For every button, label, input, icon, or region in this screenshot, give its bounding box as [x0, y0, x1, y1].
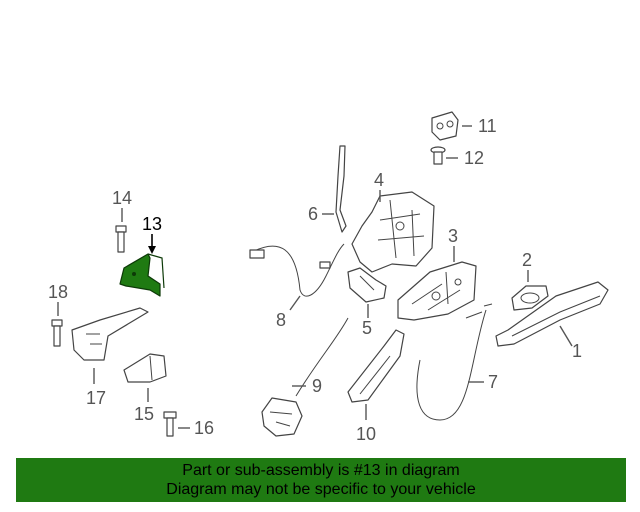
callout-16: 16 [194, 418, 214, 438]
callout-12: 12 [464, 148, 484, 168]
callout-3: 3 [448, 226, 458, 246]
callout-14: 14 [112, 188, 132, 208]
banner-line-1: Part or sub-assembly is #13 in diagram [182, 462, 460, 479]
callout-2: 2 [522, 250, 532, 270]
part-10-bracket[interactable] [347, 329, 405, 403]
part-3-handle-carrier[interactable] [397, 261, 477, 321]
part-6-rod[interactable] [335, 145, 347, 233]
callout-8: 8 [276, 310, 286, 330]
callout-18: 18 [48, 282, 68, 302]
callout-10: 10 [356, 424, 376, 444]
part-14-bolt[interactable] [115, 225, 127, 253]
callout-1: 1 [572, 341, 582, 361]
part-8-cable[interactable] [249, 243, 345, 297]
callout-11: 11 [478, 116, 497, 136]
callout-6: 6 [308, 204, 318, 224]
part-2-cylinder-cover[interactable] [511, 285, 549, 311]
part-17-check-arm[interactable] [71, 307, 149, 361]
part-7-cable[interactable] [416, 303, 493, 421]
callout-13: 13 [142, 214, 162, 234]
part-9-release[interactable] [261, 317, 349, 437]
part-11-striker[interactable] [431, 111, 459, 141]
callout-9: 9 [312, 376, 322, 396]
part-1-outside-handle[interactable] [495, 281, 609, 347]
callout-4: 4 [374, 170, 384, 190]
callout-15: 15 [134, 404, 154, 424]
callout-5: 5 [362, 318, 372, 338]
part-12-screw[interactable] [430, 146, 446, 165]
part-18-bolt[interactable] [51, 319, 63, 347]
callout-17: 17 [86, 388, 106, 408]
part-16-bolt[interactable] [163, 411, 177, 437]
part-4-latch[interactable] [351, 191, 435, 273]
part-5-actuator[interactable] [347, 267, 387, 303]
part-13-door-check[interactable] [119, 253, 165, 297]
banner-line-2: Diagram may not be specific to your vehi… [166, 481, 476, 498]
part-15-hinge[interactable] [123, 353, 167, 383]
part-info-banner: Part or sub-assembly is #13 in diagram D… [16, 458, 626, 502]
callout-7: 7 [488, 372, 498, 392]
